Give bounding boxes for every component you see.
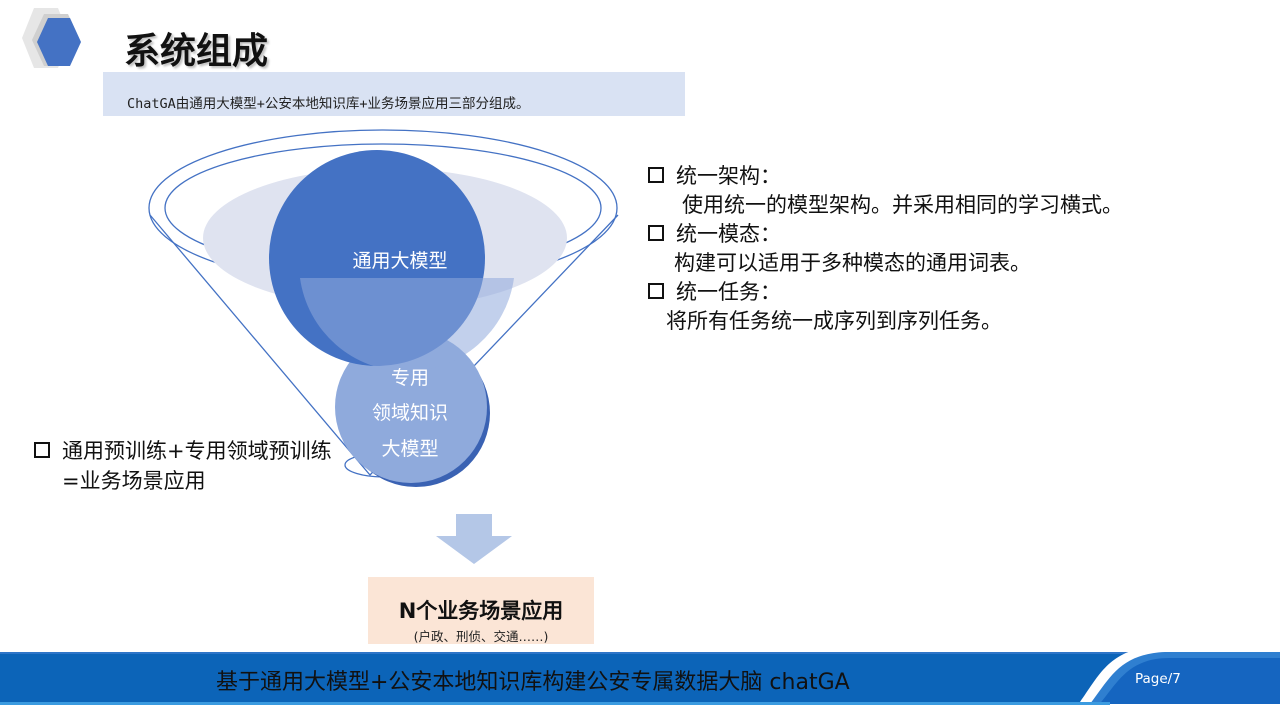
special-model-label-line1: 专用 [390, 367, 429, 389]
training-formula-line2: =业务场景应用 [62, 469, 206, 493]
square-bullet-icon [648, 167, 664, 183]
hexagon-logo-icon [22, 8, 81, 68]
special-model-label-line2: 领域知识 [371, 402, 448, 424]
list-item-desc: 使用统一的模型架构。并采用相同的学习横式。 [682, 193, 1123, 217]
special-model-circle [335, 331, 487, 483]
business-scenarios-subtitle: (户政、刑侦、交通……) [413, 629, 549, 644]
list-item-desc: 将所有任务统一成序列到序列任务。 [666, 309, 1002, 333]
list-item: 统一任务： [646, 276, 1266, 305]
footer-band [0, 646, 1280, 720]
business-scenarios-box: N个业务场景应用 (户政、刑侦、交通……) [368, 577, 594, 644]
list-item: 统一模态： [646, 218, 1266, 247]
business-scenarios-title: N个业务场景应用 [398, 599, 564, 623]
unified-features-list: 统一架构： 使用统一的模型架构。并采用相同的学习横式。 统一模态： 构建可以适用… [646, 160, 1266, 334]
subtitle-text: ChatGA由通用大模型+公安本地知识库+业务场景应用三部分组成。 [127, 96, 530, 112]
general-model-lower [300, 278, 514, 372]
list-item-title: 统一模态： [676, 222, 781, 246]
square-bullet-icon [648, 283, 664, 299]
funnel-sides [149, 214, 619, 476]
list-item-title: 统一任务： [676, 280, 781, 304]
down-arrow-icon [436, 514, 512, 564]
special-model-label-line3: 大模型 [381, 438, 439, 460]
funnel-diagram: 通用大模型 专用 领域知识 大模型 [140, 120, 640, 490]
general-model-label: 通用大模型 [352, 250, 448, 272]
square-bullet-icon [34, 442, 50, 458]
subtitle-banner: ChatGA由通用大模型+公安本地知识库+业务场景应用三部分组成。 [103, 72, 685, 116]
list-item: 统一架构： [646, 160, 1266, 189]
square-bullet-icon [648, 225, 664, 241]
footer-text: 基于通用大模型+公安本地知识库构建公安专属数据大脑 chatGA [216, 670, 850, 695]
list-item-title: 统一架构： [676, 164, 781, 188]
page-number: Page/7 [1135, 671, 1181, 687]
list-item-desc: 构建可以适用于多种模态的通用词表。 [674, 251, 1031, 275]
training-formula-line1: 通用预训练+专用领域预训练 [62, 439, 332, 463]
page-title: 系统组成 [124, 31, 269, 72]
